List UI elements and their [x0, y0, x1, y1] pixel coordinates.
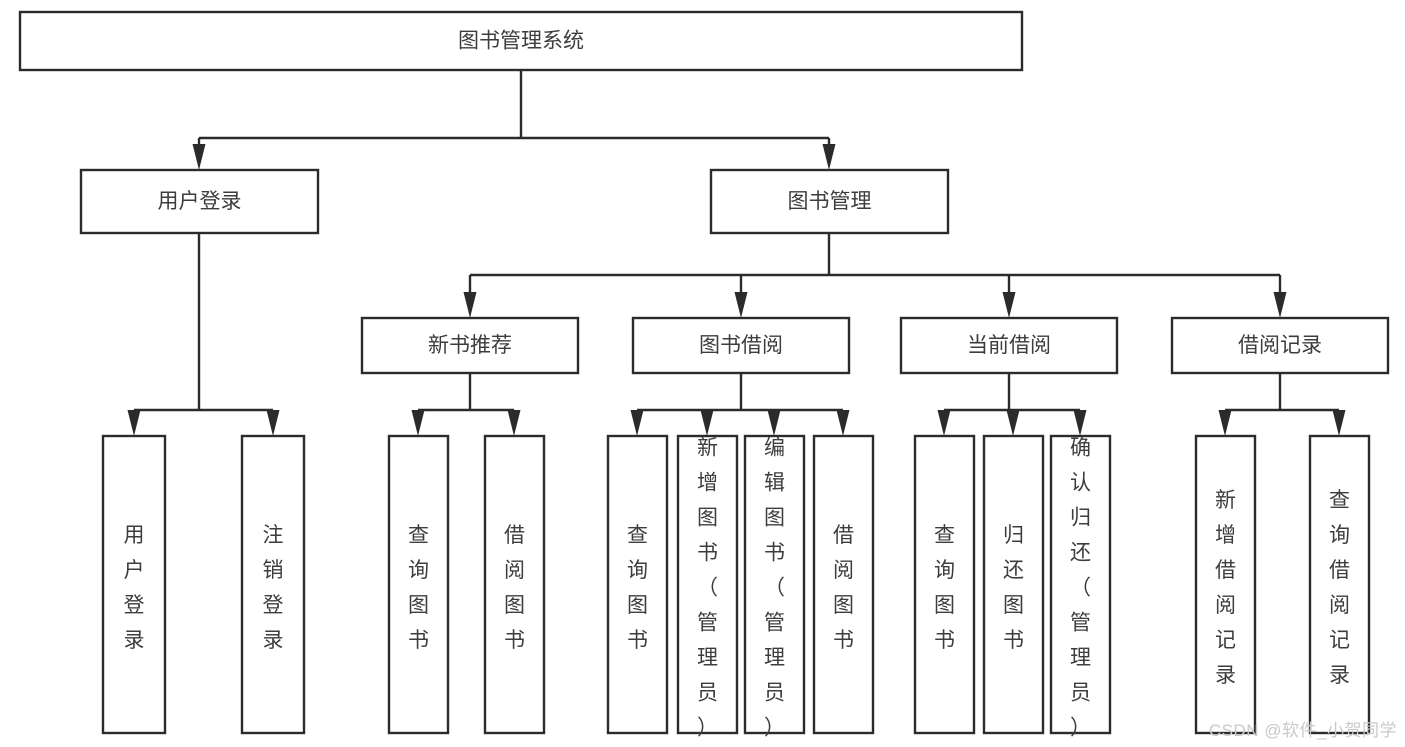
node-leaf9[interactable]: 查询图书	[913, 434, 976, 735]
arrowhead-icon	[734, 292, 748, 318]
node-box-record[interactable]	[1170, 316, 1390, 375]
node-root[interactable]: 图书管理系统	[18, 10, 1024, 72]
arrowhead-icon	[1273, 292, 1287, 318]
arrowhead-icon	[266, 410, 280, 436]
arrowhead-icon	[700, 410, 714, 436]
node-leaf6[interactable]: 新增图书（管理员）	[676, 434, 739, 739]
node-box-leaf13[interactable]	[1308, 434, 1371, 735]
arrowhead-icon	[630, 410, 644, 436]
arrowhead-icon	[192, 144, 206, 170]
node-label-leaf9: 查询图书	[934, 524, 955, 652]
node-box-leaf8[interactable]	[812, 434, 875, 735]
node-borrow[interactable]: 图书借阅	[631, 316, 851, 375]
arrowhead-icon	[1002, 292, 1016, 318]
node-label-leaf13: 查询借阅记录	[1329, 489, 1350, 687]
connector-bus-login	[127, 233, 280, 436]
node-box-leaf9[interactable]	[913, 434, 976, 735]
node-box-leaf2[interactable]	[240, 434, 306, 735]
node-leaf8[interactable]: 借阅图书	[812, 434, 875, 735]
node-leaf10[interactable]: 归还图书	[982, 434, 1045, 735]
arrowhead-icon	[822, 144, 836, 170]
connector-bus-bookmgr	[463, 233, 1287, 318]
arrowhead-icon	[1006, 410, 1020, 436]
node-label-leaf1: 用户登录	[124, 524, 145, 652]
nodes-layer: 图书管理系统用户登录图书管理新书推荐图书借阅当前借阅借阅记录用户登录注销登录查询…	[18, 10, 1390, 739]
node-label-bookmgr: 图书管理	[788, 190, 872, 213]
node-box-leaf4[interactable]	[483, 434, 546, 735]
node-label-root: 图书管理系统	[458, 30, 584, 53]
node-login[interactable]: 用户登录	[79, 168, 320, 235]
arrowhead-icon	[1332, 410, 1346, 436]
node-label-leaf11: 确认归还（管理员）	[1070, 436, 1091, 739]
node-label-leaf2: 注销登录	[263, 524, 284, 652]
node-box-leaf10[interactable]	[982, 434, 1045, 735]
node-box-login[interactable]	[79, 168, 320, 235]
node-leaf4[interactable]: 借阅图书	[483, 434, 546, 735]
node-box-bookmgr[interactable]	[709, 168, 950, 235]
node-label-newbook: 新书推荐	[428, 334, 512, 357]
node-box-leaf11[interactable]	[1049, 434, 1112, 735]
node-label-leaf5: 查询图书	[627, 524, 648, 652]
arrowhead-icon	[507, 410, 521, 436]
connector-bus-current	[937, 373, 1087, 436]
node-leaf12[interactable]: 新增借阅记录	[1194, 434, 1257, 735]
node-box-current[interactable]	[899, 316, 1119, 375]
node-box-borrow[interactable]	[631, 316, 851, 375]
arrowhead-icon	[767, 410, 781, 436]
connector-bus-root	[192, 70, 836, 170]
node-current[interactable]: 当前借阅	[899, 316, 1119, 375]
node-box-leaf7[interactable]	[743, 434, 806, 735]
node-leaf11[interactable]: 确认归还（管理员）	[1049, 434, 1112, 739]
node-box-leaf12[interactable]	[1194, 434, 1257, 735]
node-label-leaf3: 查询图书	[408, 524, 429, 652]
connector-bus-newbook	[411, 373, 521, 436]
arrowhead-icon	[463, 292, 477, 318]
node-bookmgr[interactable]: 图书管理	[709, 168, 950, 235]
arrowhead-icon	[937, 410, 951, 436]
node-newbook[interactable]: 新书推荐	[360, 316, 580, 375]
connector-bus-record	[1218, 373, 1346, 436]
connector-bus-borrow	[630, 373, 850, 436]
node-leaf1[interactable]: 用户登录	[101, 434, 167, 735]
arrowhead-icon	[1218, 410, 1232, 436]
node-label-record: 借阅记录	[1238, 334, 1322, 357]
node-label-borrow: 图书借阅	[699, 334, 783, 357]
node-label-leaf6: 新增图书（管理员）	[697, 436, 718, 739]
node-label-login: 用户登录	[158, 190, 242, 213]
node-leaf13[interactable]: 查询借阅记录	[1308, 434, 1371, 735]
node-box-newbook[interactable]	[360, 316, 580, 375]
node-box-leaf1[interactable]	[101, 434, 167, 735]
node-label-leaf4: 借阅图书	[504, 524, 525, 652]
node-label-leaf10: 归还图书	[1003, 524, 1024, 652]
node-leaf2[interactable]: 注销登录	[240, 434, 306, 735]
connectors-layer	[127, 70, 1346, 436]
node-leaf5[interactable]: 查询图书	[606, 434, 669, 735]
node-box-leaf3[interactable]	[387, 434, 450, 735]
arrowhead-icon	[836, 410, 850, 436]
arrowhead-icon	[411, 410, 425, 436]
node-box-root[interactable]	[18, 10, 1024, 72]
arrowhead-icon	[1073, 410, 1087, 436]
node-label-current: 当前借阅	[967, 334, 1051, 357]
node-label-leaf7: 编辑图书（管理员）	[764, 436, 785, 739]
node-label-leaf12: 新增借阅记录	[1215, 489, 1236, 687]
node-leaf7[interactable]: 编辑图书（管理员）	[743, 434, 806, 739]
node-record[interactable]: 借阅记录	[1170, 316, 1390, 375]
node-box-leaf5[interactable]	[606, 434, 669, 735]
node-leaf3[interactable]: 查询图书	[387, 434, 450, 735]
node-box-leaf6[interactable]	[676, 434, 739, 735]
arrowhead-icon	[127, 410, 141, 436]
node-label-leaf8: 借阅图书	[833, 524, 854, 652]
